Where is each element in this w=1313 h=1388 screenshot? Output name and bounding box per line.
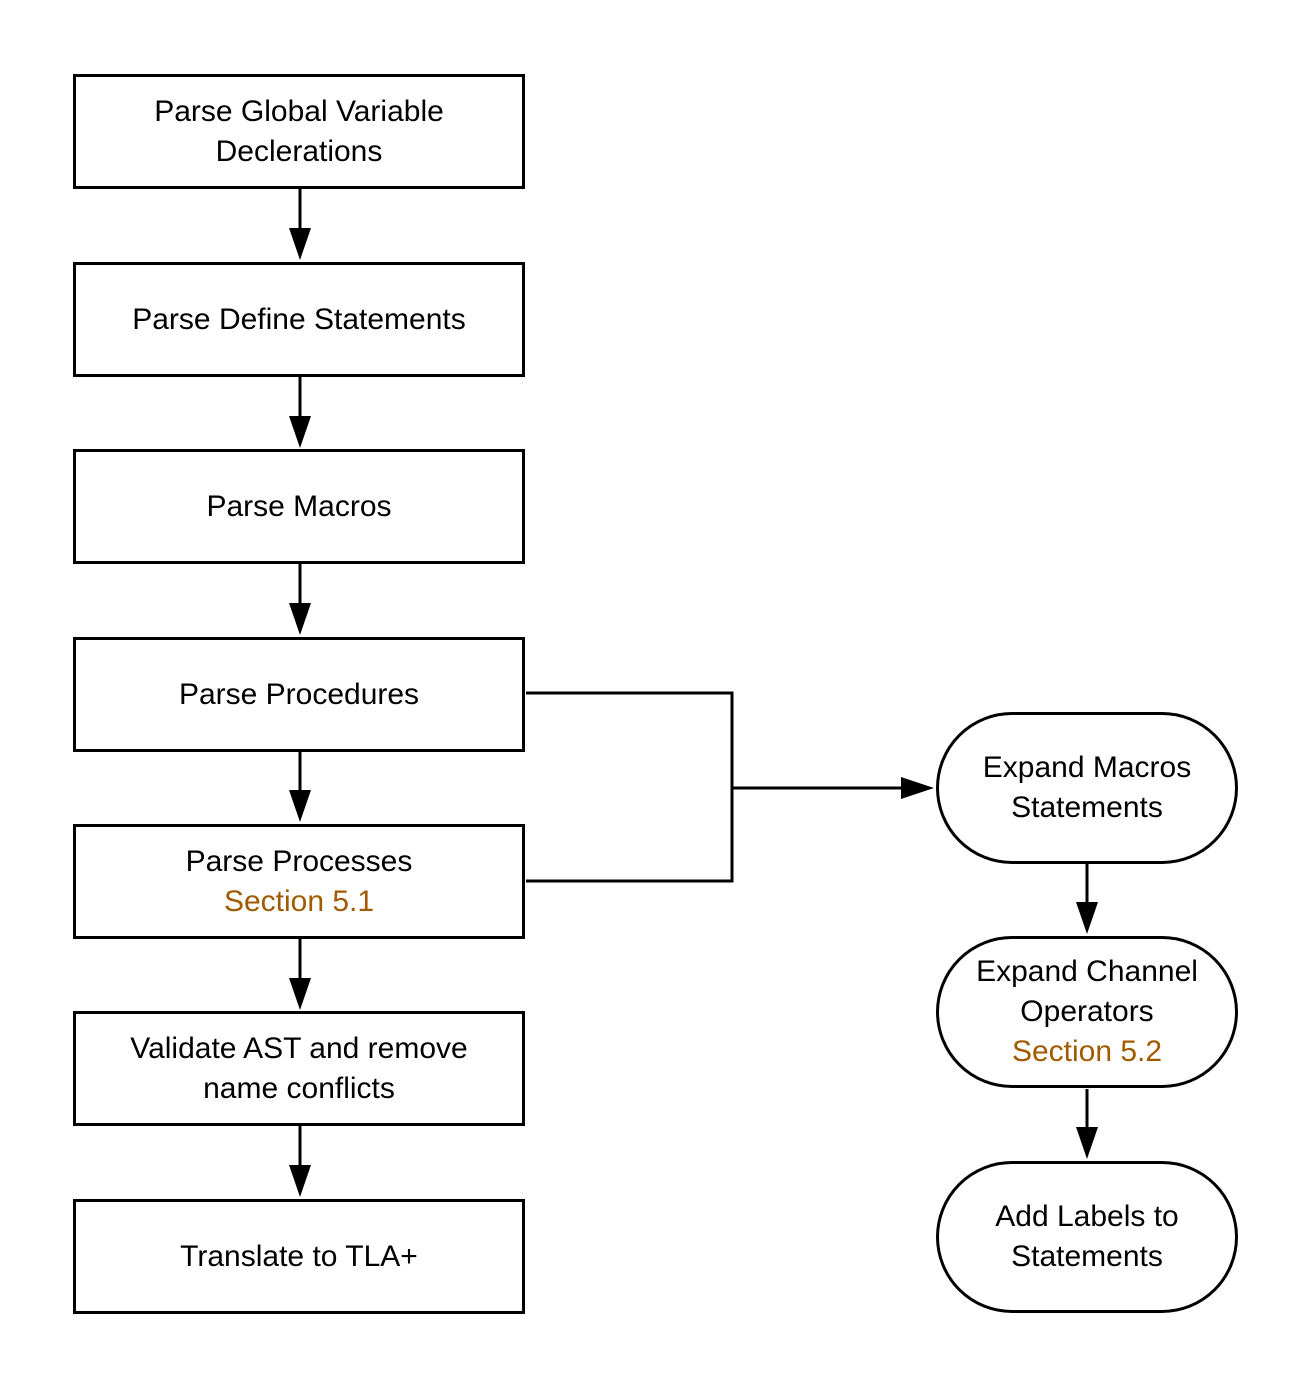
arrowhead-define-to-macros xyxy=(289,416,311,448)
node-label-line: Declerations xyxy=(215,134,383,168)
arrowhead-processes-to-validate xyxy=(289,978,311,1010)
arrowhead-validate-to-translate xyxy=(289,1165,311,1197)
arrowhead-branch-to-expand-macros xyxy=(901,777,934,799)
parse-processes-box: Parse Processes Section 5.1 xyxy=(73,824,525,939)
arrowhead-channel-to-labels xyxy=(1076,1127,1098,1159)
node-label-line: Parse Procedures xyxy=(178,677,420,711)
node-label-line: Expand Macros xyxy=(982,751,1192,784)
node-label-line: Translate to TLA+ xyxy=(180,1239,418,1273)
parse-global-variable-declarations-box: Parse Global Variable Declerations xyxy=(73,74,525,189)
node-label-line: Statements xyxy=(1011,1240,1163,1273)
node-label-line: Operators xyxy=(1020,995,1154,1028)
node-label-line: Validate AST and remove xyxy=(130,1031,468,1065)
node-label-line: Parse Macros xyxy=(206,489,392,523)
expand-macros-statements-node: Expand Macros Statements xyxy=(936,712,1238,864)
parse-define-statements-box: Parse Define Statements xyxy=(73,262,525,377)
node-label-line: Statements xyxy=(1011,791,1163,824)
arrowhead-macros-to-procedures xyxy=(289,603,311,635)
translate-to-tla-box: Translate to TLA+ xyxy=(73,1199,525,1314)
node-label-line: Expand Channel xyxy=(976,955,1198,988)
node-label-line: Parse Processes xyxy=(185,844,413,878)
node-label-line: name conflicts xyxy=(203,1071,395,1105)
arrowhead-procedures-to-processes xyxy=(289,790,311,822)
parse-macros-box: Parse Macros xyxy=(73,449,525,564)
section-reference-link: Section 5.1 xyxy=(223,884,375,918)
expand-channel-operators-node: Expand Channel Operators Section 5.2 xyxy=(936,936,1238,1088)
node-label-line: Add Labels to xyxy=(995,1200,1179,1233)
parse-procedures-box: Parse Procedures xyxy=(73,637,525,752)
section-reference-link: Section 5.2 xyxy=(1011,1035,1163,1068)
node-label-line: Parse Define Statements xyxy=(132,302,466,336)
connector-procedures-branch xyxy=(526,691,734,883)
arrowhead-globals-to-define xyxy=(289,228,311,260)
validate-ast-box: Validate AST and remove name conflicts xyxy=(73,1011,525,1126)
node-label-line: Parse Global Variable xyxy=(154,94,444,128)
arrowhead-expand-macros-to-channel xyxy=(1076,902,1098,934)
add-labels-to-statements-node: Add Labels to Statements xyxy=(936,1161,1238,1313)
